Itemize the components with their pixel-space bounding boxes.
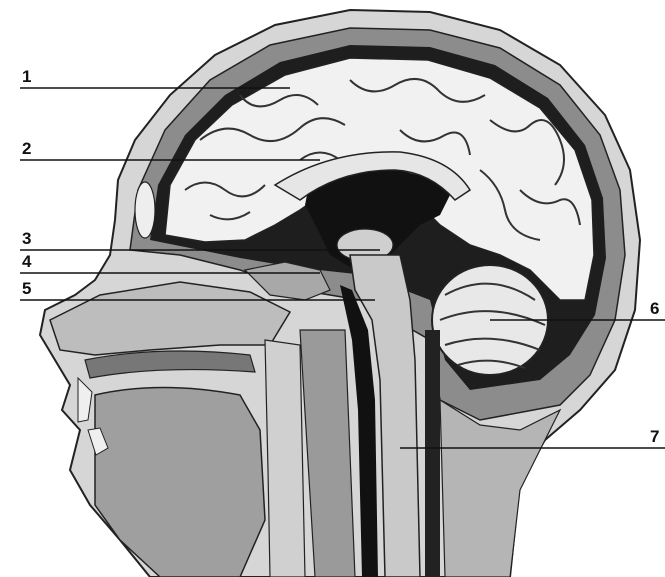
spinal-canal-dark-posterior — [425, 330, 440, 577]
label-3: 3 — [22, 229, 31, 248]
frontal-sinus — [135, 182, 155, 238]
label-1: 1 — [22, 67, 31, 86]
label-4: 4 — [22, 252, 32, 271]
label-7: 7 — [650, 427, 659, 446]
label-6: 6 — [650, 299, 659, 318]
pharynx — [265, 340, 305, 577]
label-5: 5 — [22, 279, 31, 298]
tongue — [95, 388, 265, 577]
label-2: 2 — [22, 139, 31, 158]
